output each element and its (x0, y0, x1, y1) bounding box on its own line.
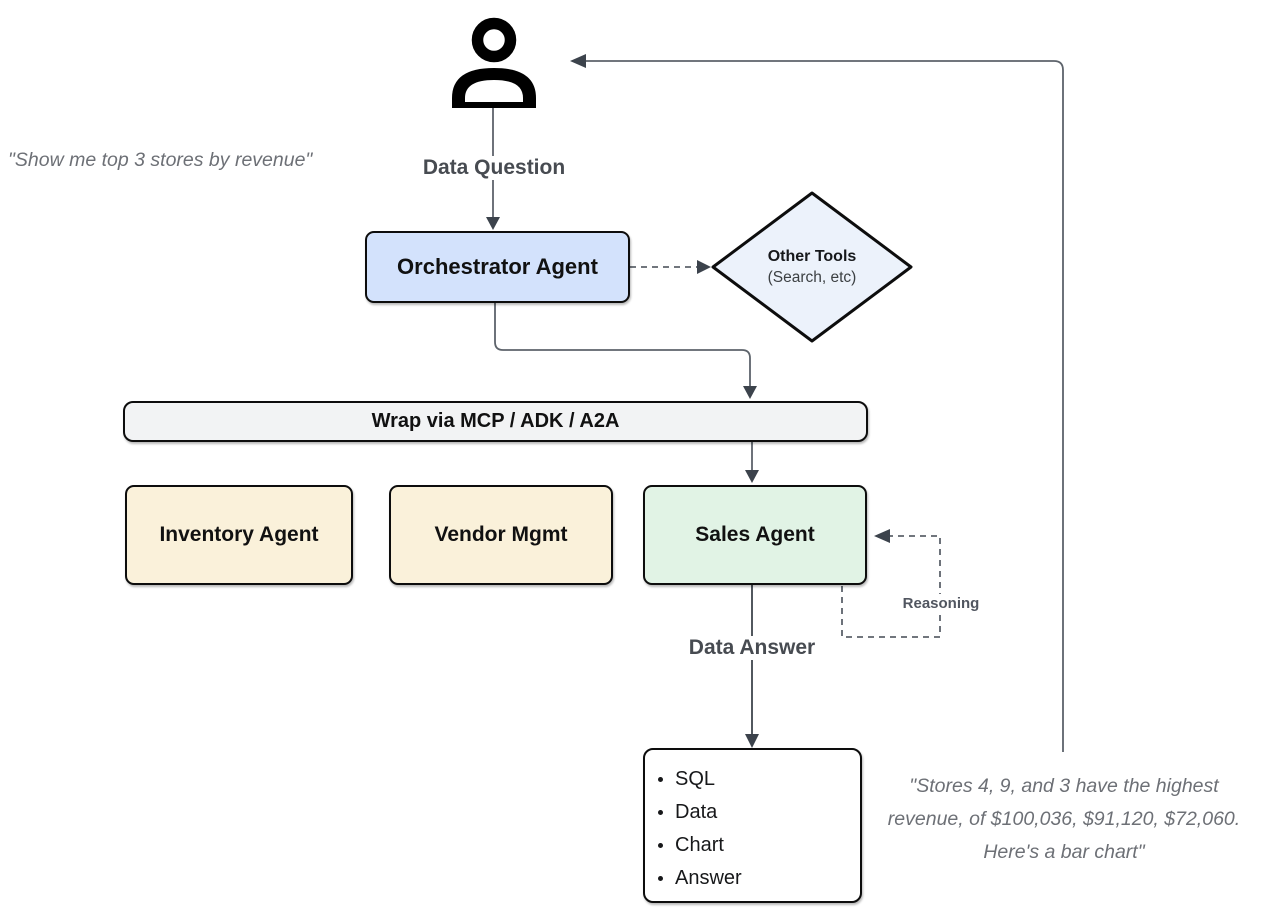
arrowhead-down-output-icon (745, 734, 759, 748)
orchestrator-to-bar-line (494, 303, 751, 394)
reasoning-loop-dashed-line (841, 535, 941, 638)
user-query-quote: "Show me top 3 stores by revenue" (8, 149, 313, 171)
vendor-mgmt-node: Vendor Mgmt (389, 485, 613, 585)
sales-agent-label: Sales Agent (695, 523, 815, 546)
sales-agent-node: Sales Agent (643, 485, 867, 585)
vendor-mgmt-label: Vendor Mgmt (434, 523, 568, 546)
inventory-agent-label: Inventory Agent (159, 523, 319, 546)
arrowhead-down-sales-icon (745, 470, 759, 483)
other-tools-subtitle: (Search, etc) (767, 269, 857, 286)
output-item-chart-label: Chart (675, 834, 724, 856)
response-quote-line-3: Here's a bar chart" (983, 841, 1145, 863)
inventory-agent-node: Inventory Agent (125, 485, 353, 585)
wrapper-bar-label: Wrap via MCP / ADK / A2A (371, 410, 620, 432)
response-quote-line-1: "Stores 4, 9, and 3 have the highest (909, 775, 1219, 797)
output-item-answer-label: Answer (675, 867, 742, 889)
arrowhead-right-tools-icon (697, 260, 711, 274)
output-box-node: SQL Data Chart Answer (643, 748, 862, 903)
agent-response-quote: "Stores 4, 9, and 3 have the highest rev… (868, 770, 1260, 869)
arrowhead-left-reasoning-icon (874, 529, 890, 543)
data-answer-label: Data Answer (682, 636, 822, 660)
output-item-sql-label: SQL (675, 768, 716, 790)
answer-return-line (584, 60, 1064, 752)
arrowhead-down-orchestrator-icon (486, 217, 500, 230)
arrowhead-down-bar-icon (743, 386, 757, 399)
other-tools-title: Other Tools (767, 248, 857, 265)
output-item-data: Data (675, 796, 742, 829)
response-quote-line-2: revenue, of $100,036, $91,120, $72,060. (887, 808, 1241, 830)
orchestrator-agent-node: Orchestrator Agent (365, 231, 630, 303)
output-item-sql: SQL (675, 763, 742, 796)
output-list: SQL Data Chart Answer (645, 763, 742, 895)
wrapper-bar-node: Wrap via MCP / ADK / A2A (123, 401, 868, 442)
output-item-chart: Chart (675, 829, 742, 862)
data-question-label: Data Question (416, 156, 572, 180)
person-icon (452, 17, 536, 108)
output-item-answer: Answer (675, 862, 742, 895)
arrowhead-left-user-icon (570, 54, 586, 68)
other-tools-label-group: Other Tools (Search, etc) (722, 236, 902, 298)
reasoning-label: Reasoning (897, 594, 985, 613)
output-item-data-label: Data (675, 801, 718, 823)
orchestrator-agent-label: Orchestrator Agent (397, 254, 598, 279)
other-tools-diamond (711, 191, 913, 343)
